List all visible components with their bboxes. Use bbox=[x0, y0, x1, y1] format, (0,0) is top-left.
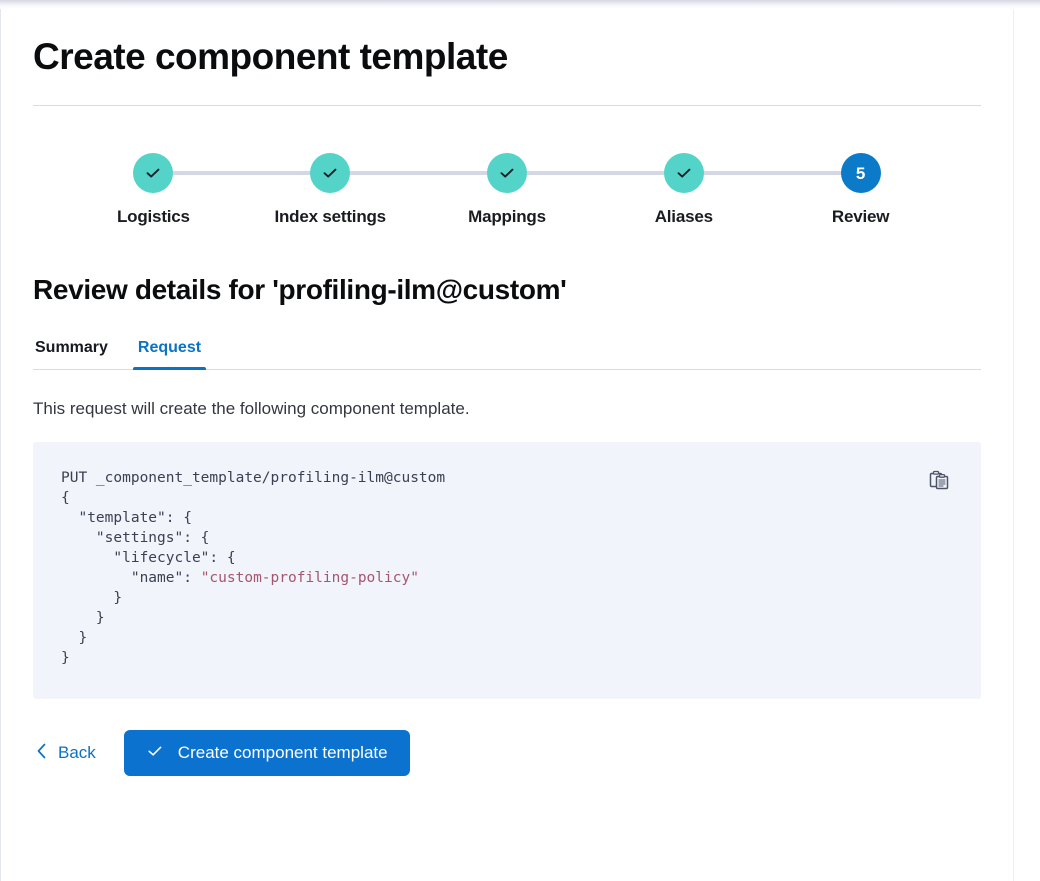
step-number: 5 bbox=[855, 163, 866, 183]
check-icon bbox=[674, 163, 694, 183]
wizard-actions: Back Create component template bbox=[33, 730, 981, 776]
step-label: Review bbox=[831, 207, 890, 226]
step-indicator-complete bbox=[133, 153, 174, 193]
step-label: Index settings bbox=[274, 207, 386, 226]
request-code: PUT _component_template/profiling-ilm@cu… bbox=[61, 468, 953, 668]
create-component-template-button[interactable]: Create component template bbox=[123, 730, 410, 776]
request-body-before: { "template": { "settings": { "lifecycle… bbox=[61, 490, 236, 586]
wizard-stepper: Logistics Index settings bbox=[33, 153, 981, 227]
create-component-template-label: Create component template bbox=[177, 743, 388, 762]
review-heading: Review details for 'profiling-ilm@custom… bbox=[33, 274, 567, 305]
request-code-block: PUT _component_template/profiling-ilm@cu… bbox=[33, 442, 981, 699]
request-string-value: "custom-profiling-policy" bbox=[200, 570, 419, 586]
step-indicator-current: 5 bbox=[840, 153, 881, 193]
check-icon bbox=[143, 163, 163, 183]
back-button[interactable]: Back bbox=[33, 736, 98, 771]
step-label: Aliases bbox=[654, 207, 713, 226]
step-indicator-complete bbox=[486, 153, 527, 193]
step-label: Mappings bbox=[468, 207, 546, 226]
step-indicator-complete bbox=[310, 153, 351, 193]
step-aliases[interactable]: Aliases bbox=[595, 153, 772, 227]
page-title: Create component template bbox=[33, 36, 508, 77]
copy-clipboard-icon[interactable] bbox=[927, 468, 951, 492]
request-body-after: } } } } bbox=[61, 590, 123, 666]
chevron-left-icon bbox=[35, 742, 48, 765]
back-button-label: Back bbox=[58, 743, 96, 762]
tab-request[interactable]: Request bbox=[132, 335, 207, 370]
request-method-line: PUT _component_template/profiling-ilm@cu… bbox=[61, 470, 446, 486]
step-indicator-complete bbox=[663, 153, 704, 193]
step-review[interactable]: 5 Review bbox=[772, 153, 949, 227]
check-icon bbox=[497, 163, 517, 183]
step-logistics[interactable]: Logistics bbox=[65, 153, 242, 227]
step-index-settings[interactable]: Index settings bbox=[242, 153, 419, 227]
step-label: Logistics bbox=[116, 207, 190, 226]
check-icon bbox=[146, 742, 164, 765]
tab-summary[interactable]: Summary bbox=[33, 335, 110, 369]
title-divider bbox=[33, 105, 981, 106]
step-mappings[interactable]: Mappings bbox=[419, 153, 596, 227]
page-container: Create component template Logistics bbox=[0, 0, 1014, 881]
check-icon bbox=[320, 163, 340, 183]
request-description: This request will create the following c… bbox=[33, 399, 470, 418]
review-tabs: Summary Request bbox=[33, 335, 981, 370]
